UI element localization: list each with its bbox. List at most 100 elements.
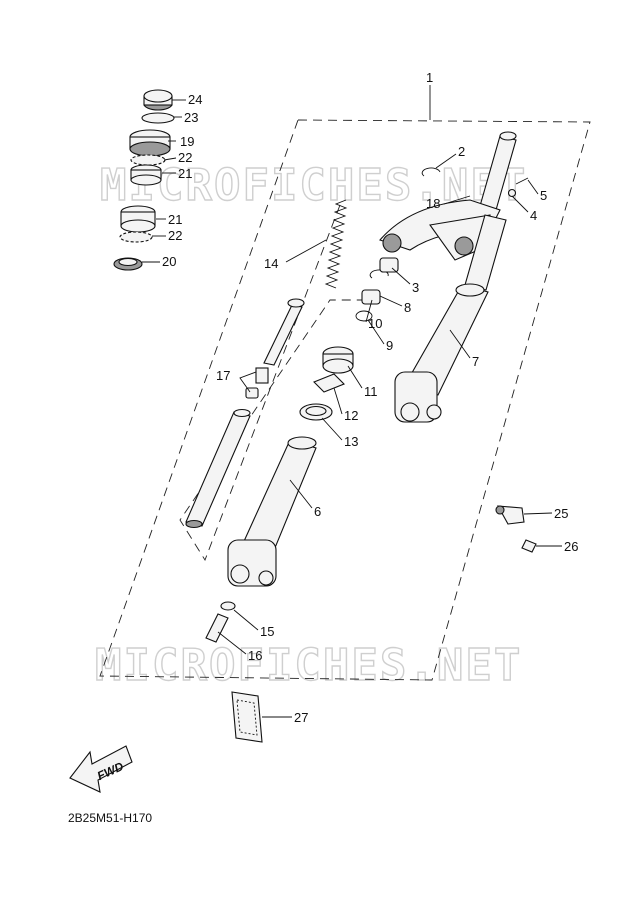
outer-tube-mount (258, 570, 274, 586)
callout-3: 3 (412, 280, 419, 295)
callout-21a: 21 (178, 166, 192, 181)
seal-ring-inner (305, 405, 327, 417)
assembly-outline (99, 119, 591, 681)
leader-16 (217, 631, 247, 655)
dust-seal-part (313, 373, 345, 393)
fork-leg-right-upper (464, 214, 507, 291)
callout-12: 12 (344, 408, 358, 423)
callout-15: 15 (260, 624, 274, 639)
collar-part (361, 289, 381, 305)
callout-4: 4 (530, 208, 537, 223)
inner-tube-top (233, 408, 251, 418)
drain-bolt-group (205, 601, 236, 643)
callout-20: 20 (162, 254, 176, 269)
outer-tube-axle-hole (230, 564, 250, 584)
ball-ring-upper (130, 154, 166, 166)
fwd-arrow-icon (69, 745, 133, 793)
fork-leg-right-collar (455, 283, 485, 297)
callout-14: 14 (264, 256, 278, 271)
circlip-part (421, 167, 441, 177)
callout-16: 16 (248, 648, 262, 663)
leader-lines (142, 85, 562, 718)
leader-8 (379, 295, 403, 307)
callout-13: 13 (344, 434, 358, 449)
callout-5: 5 (540, 188, 547, 203)
washer-part (141, 112, 175, 124)
callout-24: 24 (188, 92, 202, 107)
ball-race-bottom (129, 141, 171, 157)
leader-10 (365, 299, 373, 323)
fwd-arrow: FWD (69, 745, 133, 793)
callout-10: 10 (368, 316, 382, 331)
callout-8: 8 (404, 300, 411, 315)
oil-seal-bottom (322, 358, 354, 374)
ball-ring-lower (119, 231, 153, 243)
inner-outline (179, 204, 380, 562)
leader-14 (285, 239, 327, 263)
rod-collar (287, 298, 305, 308)
callout-2: 2 (458, 144, 465, 159)
label-27 (231, 691, 263, 743)
race-lower-bottom (120, 219, 156, 233)
leader-17 (239, 371, 257, 393)
nut-part (507, 188, 517, 198)
callout-11: 11 (364, 384, 378, 399)
callouts: 1 2 3 4 5 6 7 8 9 10 11 12 13 14 15 16 1… (162, 70, 578, 725)
cone-upper-bottom (130, 174, 162, 186)
damper-rod (263, 304, 303, 366)
label-plate-inner (236, 699, 258, 736)
callout-17: 17 (216, 368, 230, 383)
small-parts (355, 167, 529, 322)
seal-inner (118, 257, 138, 267)
leader-4 (511, 195, 529, 213)
leader-7 (449, 329, 471, 359)
leader-12 (333, 387, 343, 415)
bolt-26-part (521, 539, 537, 553)
callout-9: 9 (386, 338, 393, 353)
watermark-bottom: MICROFICHES.NET (95, 640, 522, 691)
link-bushing-right (454, 236, 474, 256)
bushing-part (379, 257, 399, 273)
callout-7: 7 (472, 354, 479, 369)
callout-25: 25 (554, 506, 568, 521)
callout-19: 19 (180, 134, 194, 149)
callout-1: 1 (426, 70, 433, 85)
circlip-lower (369, 269, 389, 279)
leader-25 (523, 512, 553, 515)
leader-3 (391, 267, 411, 285)
callout-18: 18 (426, 196, 440, 211)
stem-top (499, 131, 517, 141)
outer-tube-left (227, 436, 317, 587)
fork-leg-right-axle-hole (400, 402, 420, 422)
small-spring-part (255, 367, 269, 384)
leader-6 (289, 479, 313, 509)
callout-26: 26 (564, 539, 578, 554)
leader-18 (443, 195, 471, 205)
bolt-16-part (205, 613, 229, 643)
callout-27: 27 (294, 710, 308, 725)
clamp-25-bolt (495, 505, 505, 515)
steering-stack (113, 89, 175, 271)
callout-22a: 22 (178, 150, 192, 165)
fork-leg-right (394, 214, 507, 423)
leader-22a (163, 157, 177, 161)
link-bushing-left (382, 233, 402, 253)
callout-23: 23 (184, 110, 198, 125)
inner-tube (185, 408, 251, 529)
leader-2 (435, 153, 457, 169)
clamp-group (495, 505, 537, 553)
spring-assembly (263, 199, 348, 366)
spring-coil (324, 199, 348, 289)
leader-15 (233, 609, 259, 631)
fork-leg-right-mount (426, 404, 442, 420)
leader-9 (367, 319, 385, 345)
label-plate (231, 691, 263, 743)
washer-15-part (220, 601, 236, 611)
ring-nut-top (143, 89, 173, 103)
inner-tube-bottom (185, 519, 203, 529)
seals-group (299, 346, 354, 421)
callout-22b: 22 (168, 228, 182, 243)
o-ring-part (355, 310, 373, 322)
outer-tube-top (287, 436, 317, 450)
